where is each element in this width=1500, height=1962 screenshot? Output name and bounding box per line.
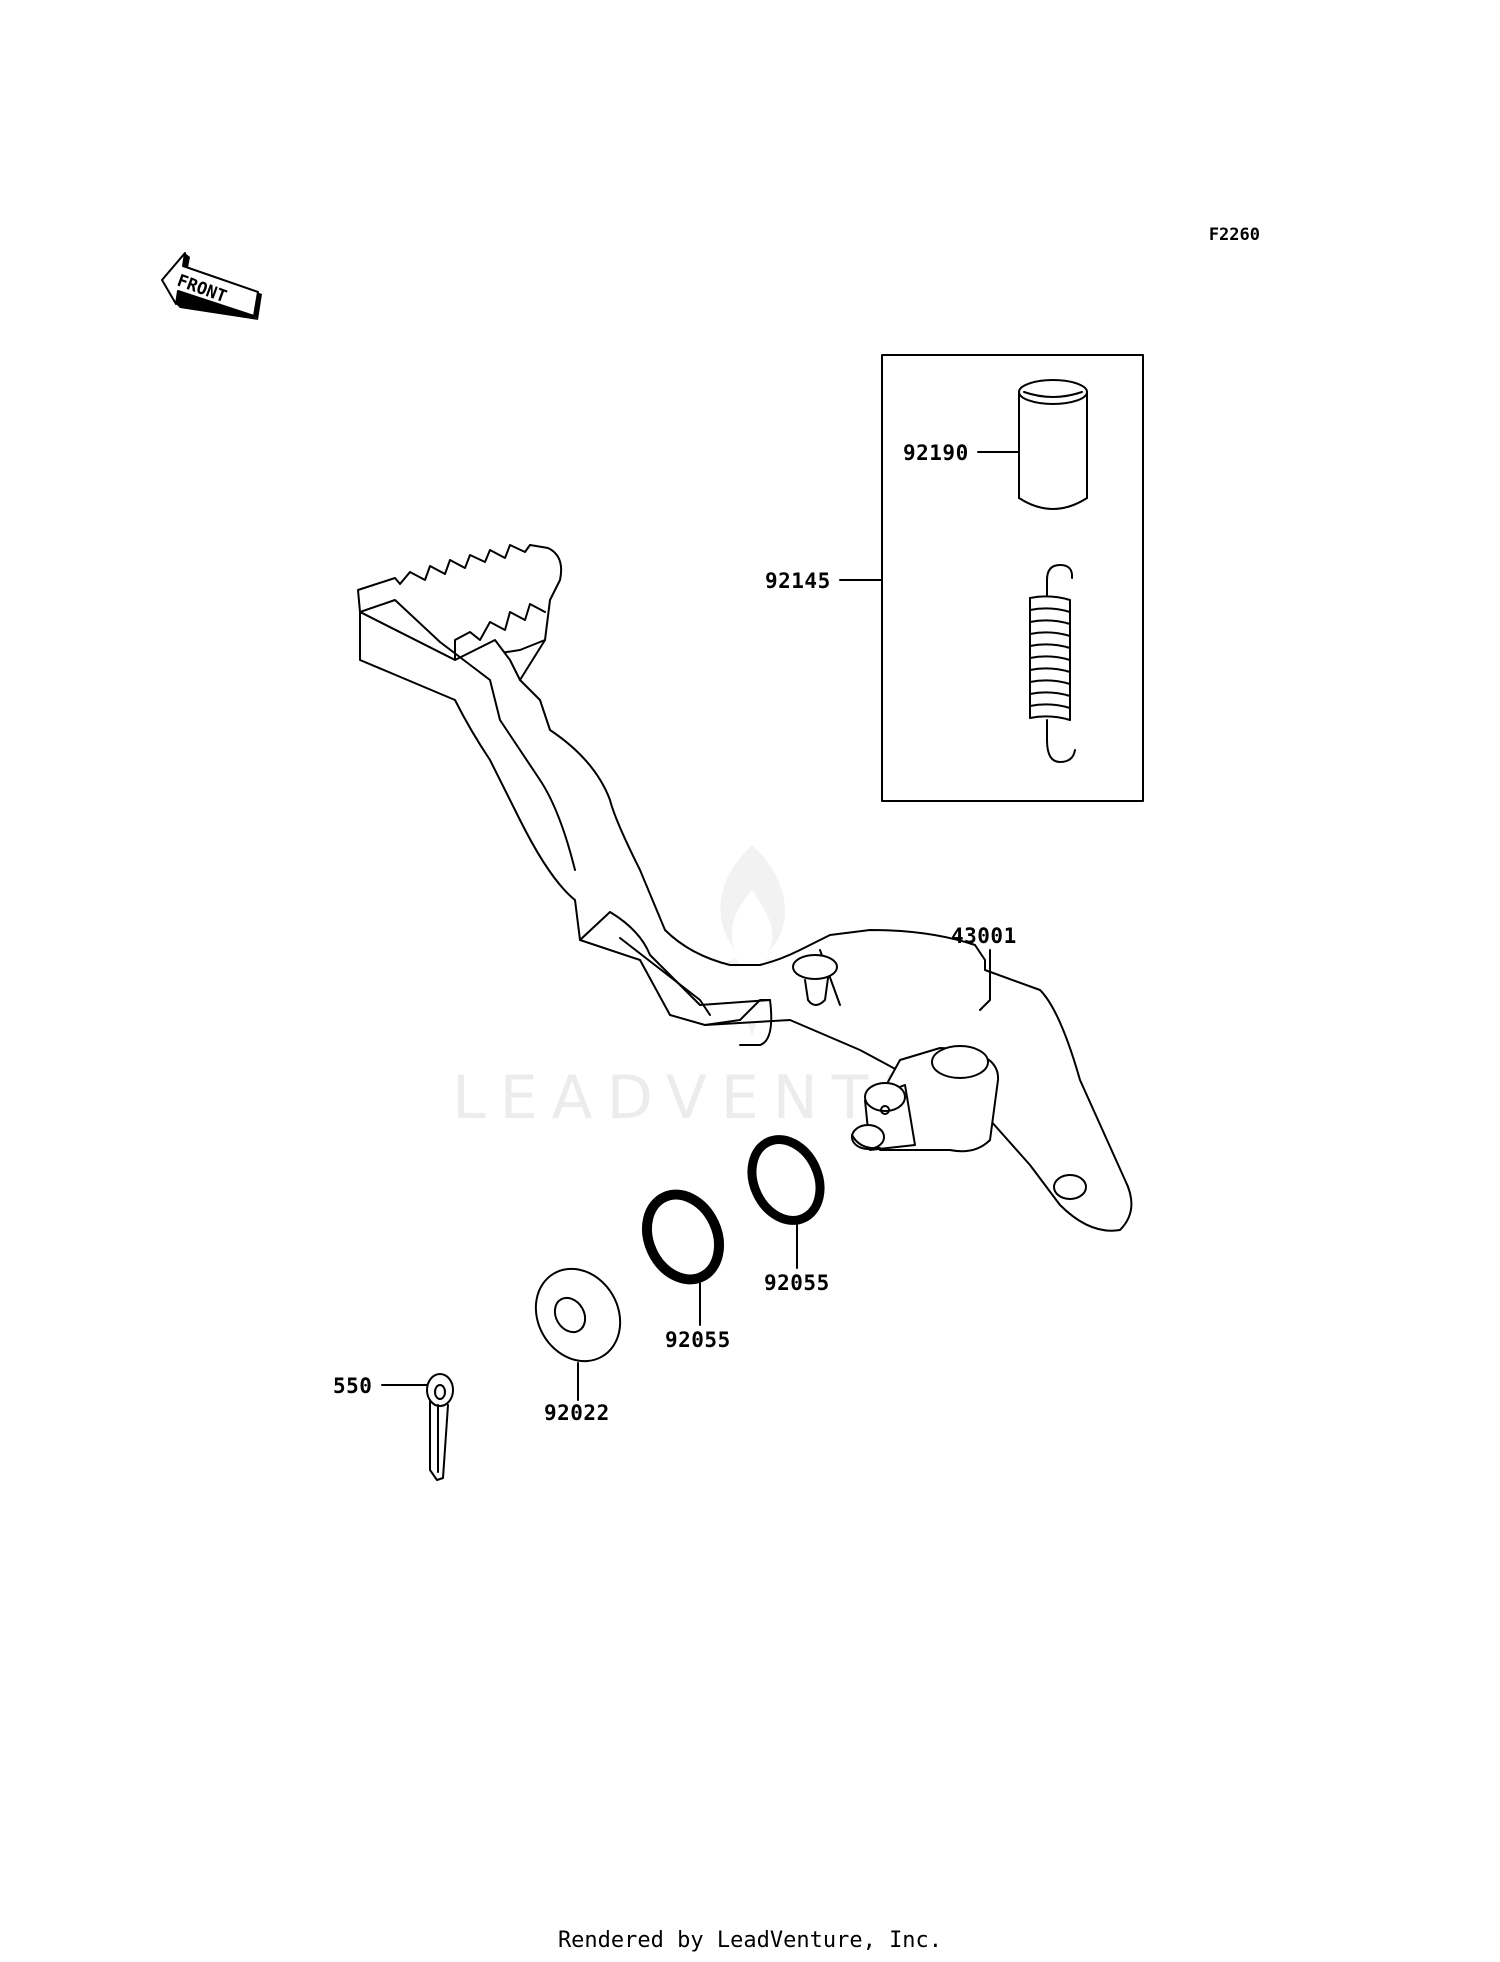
spring-icon — [1029, 564, 1076, 763]
kit-box-92145 — [881, 354, 1144, 802]
part-label-92190: 92190 — [903, 441, 969, 465]
part-label-92022: 92022 — [544, 1401, 610, 1425]
pivot-shaft-icon — [851, 1045, 1000, 1153]
collar-92190-icon — [1018, 379, 1088, 510]
washer-92055-right-icon — [747, 1135, 825, 1225]
part-label-550: 550 — [333, 1374, 372, 1398]
part-label-92145: 92145 — [765, 569, 831, 593]
washer-92055-left-icon — [642, 1189, 724, 1285]
part-label-92055-right: 92055 — [764, 1271, 830, 1295]
leader-lines — [381, 451, 1020, 1401]
diagram-code: F2260 — [1209, 225, 1260, 245]
front-arrow-icon: FRONT — [161, 252, 262, 320]
part-label-43001: 43001 — [951, 924, 1017, 948]
footer-credit: Rendered by LeadVenture, Inc. — [557, 1928, 943, 1953]
cotter-pin-550-icon — [426, 1373, 454, 1481]
part-label-92055-left: 92055 — [665, 1328, 731, 1352]
brake-pedal-43001 — [357, 544, 1133, 1232]
washer-92022-icon — [534, 1267, 622, 1363]
